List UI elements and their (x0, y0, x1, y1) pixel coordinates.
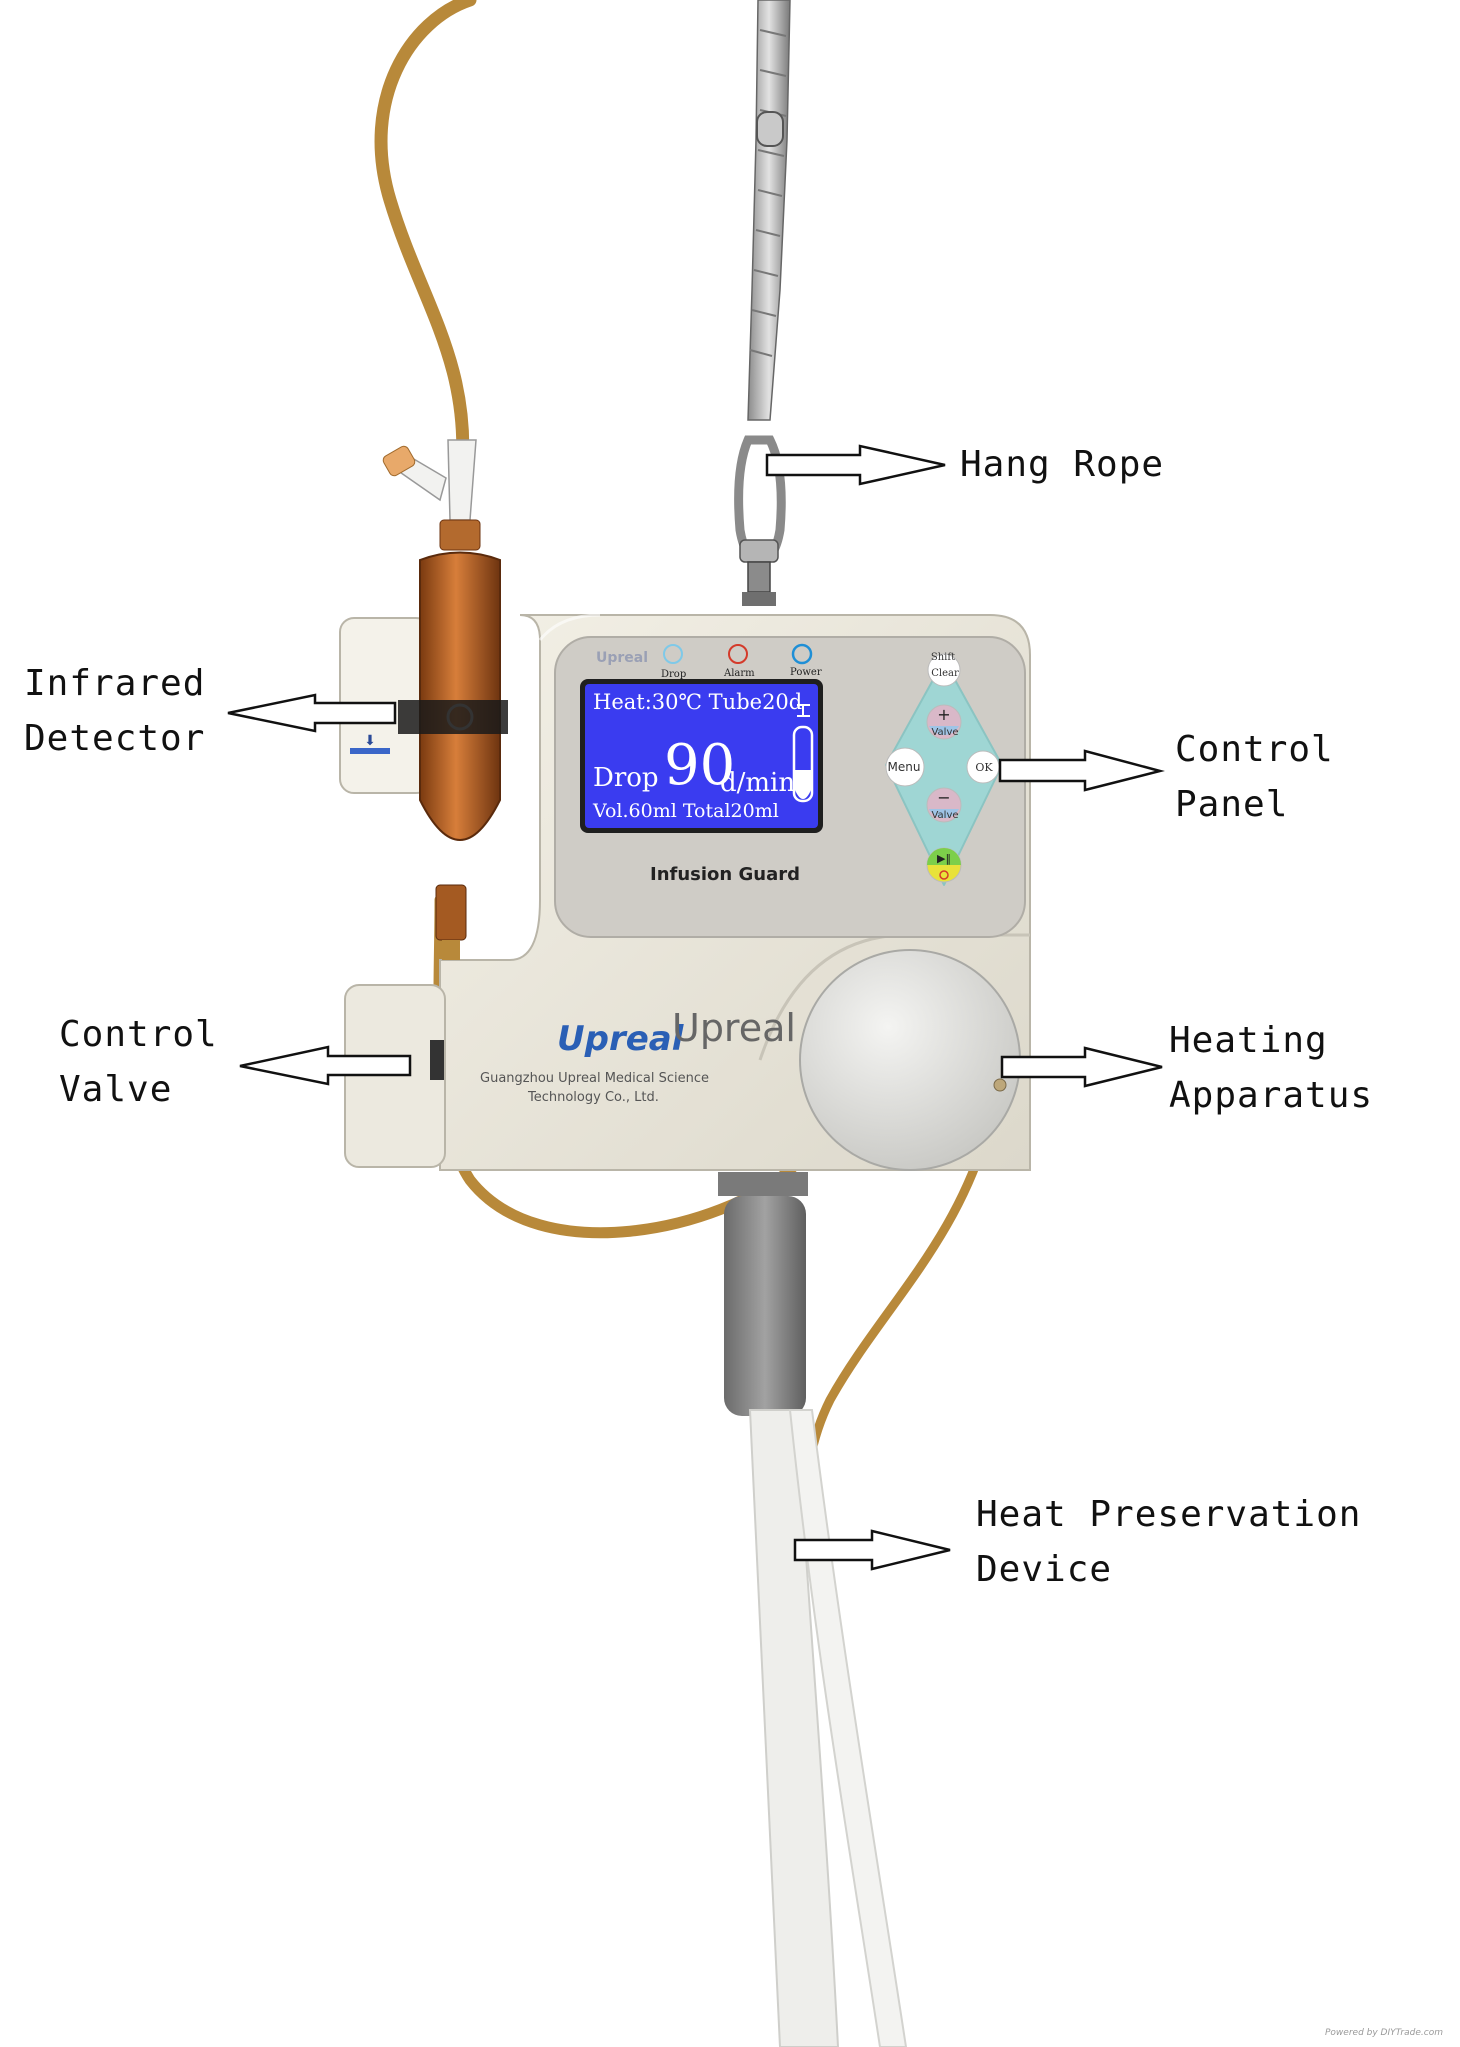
indicator-power-label: Power (790, 667, 822, 678)
label-heat-preservation-device: Heat Preservation Device (976, 1487, 1361, 1597)
y-connector (382, 439, 477, 521)
key-valve-down-label: Valve (931, 810, 959, 821)
label-heat-preservation-line2: Device (976, 1549, 1113, 1590)
key-clear-label: Clear (931, 668, 959, 679)
hang-rope (734, 0, 791, 606)
key-ok-label: OK (975, 761, 993, 774)
lcd-drip-rate: 90 (664, 733, 736, 798)
label-infrared-line2: Detector (24, 718, 206, 759)
label-heat-preservation-line1: Heat Preservation (976, 1494, 1362, 1535)
key-shift-label: Shift (930, 652, 956, 663)
label-heating-line1: Heating (1169, 1020, 1328, 1061)
label-heating-apparatus: Heating Apparatus (1169, 1013, 1373, 1123)
label-control-valve-line1: Control (59, 1014, 218, 1055)
arrow-hang-rope (765, 444, 946, 486)
arrow-control-valve (239, 1045, 412, 1086)
brand-wordmark: Upreal (672, 1006, 796, 1050)
arrow-heating-apparatus (1000, 1046, 1163, 1088)
label-control-panel: Control Panel (1175, 722, 1334, 832)
arrow-control-panel (998, 749, 1165, 792)
label-control-panel-line2: Panel (1175, 784, 1289, 825)
svg-text:⬇: ⬇ (364, 733, 376, 749)
indicator-drop-label: Drop (661, 669, 687, 680)
callout-arrows (227, 444, 1165, 1571)
control-valve (430, 1040, 444, 1080)
device-name: Infusion Guard (650, 864, 800, 885)
indicator-alarm-label: Alarm (724, 668, 755, 679)
svg-text:−: − (937, 788, 950, 807)
lcd-heat-tube-readout: Heat:30℃ Tube20d (593, 690, 803, 714)
arrow-infrared-detector (227, 693, 397, 733)
key-valve-up-label: Valve (931, 727, 959, 738)
label-hang-rope-text: Hang Rope (960, 444, 1165, 485)
control-panel-keypad: + − ▶‖ (885, 653, 1003, 886)
label-heating-line2: Apparatus (1169, 1075, 1374, 1116)
drip-chamber (398, 519, 508, 960)
label-hang-rope: Hang Rope (960, 437, 1164, 492)
heat-preservation-device (718, 1172, 908, 2047)
label-infrared-line1: Infrared (24, 663, 206, 704)
label-control-valve-line2: Valve (59, 1069, 173, 1110)
label-control-valve: Control Valve (59, 1007, 218, 1117)
front-panel (554, 636, 1026, 938)
company-name-line2: Technology Co., Ltd. (528, 1090, 659, 1105)
lcd-drop-label: Drop (593, 763, 659, 793)
key-menu-label: Menu (887, 760, 921, 774)
watermark-credit: Powered by DIYTrade.com (1325, 2028, 1443, 2038)
panel-brand-mark: Upreal (596, 650, 649, 666)
label-control-panel-line1: Control (1175, 729, 1334, 770)
brand-logo: Upreal (557, 1019, 684, 1059)
svg-text:+: + (937, 705, 950, 724)
company-name-line1: Guangzhou Upreal Medical Science (480, 1071, 710, 1086)
lcd-volume-readout: Vol.60ml Total20ml (593, 800, 779, 822)
arrow-heat-preservation (793, 1529, 951, 1571)
label-infrared-detector: Infrared Detector (24, 656, 205, 766)
lcd-rate-unit: d/min (720, 768, 796, 798)
heating-apparatus (799, 949, 1021, 1171)
svg-text:▶‖: ▶‖ (937, 852, 951, 865)
